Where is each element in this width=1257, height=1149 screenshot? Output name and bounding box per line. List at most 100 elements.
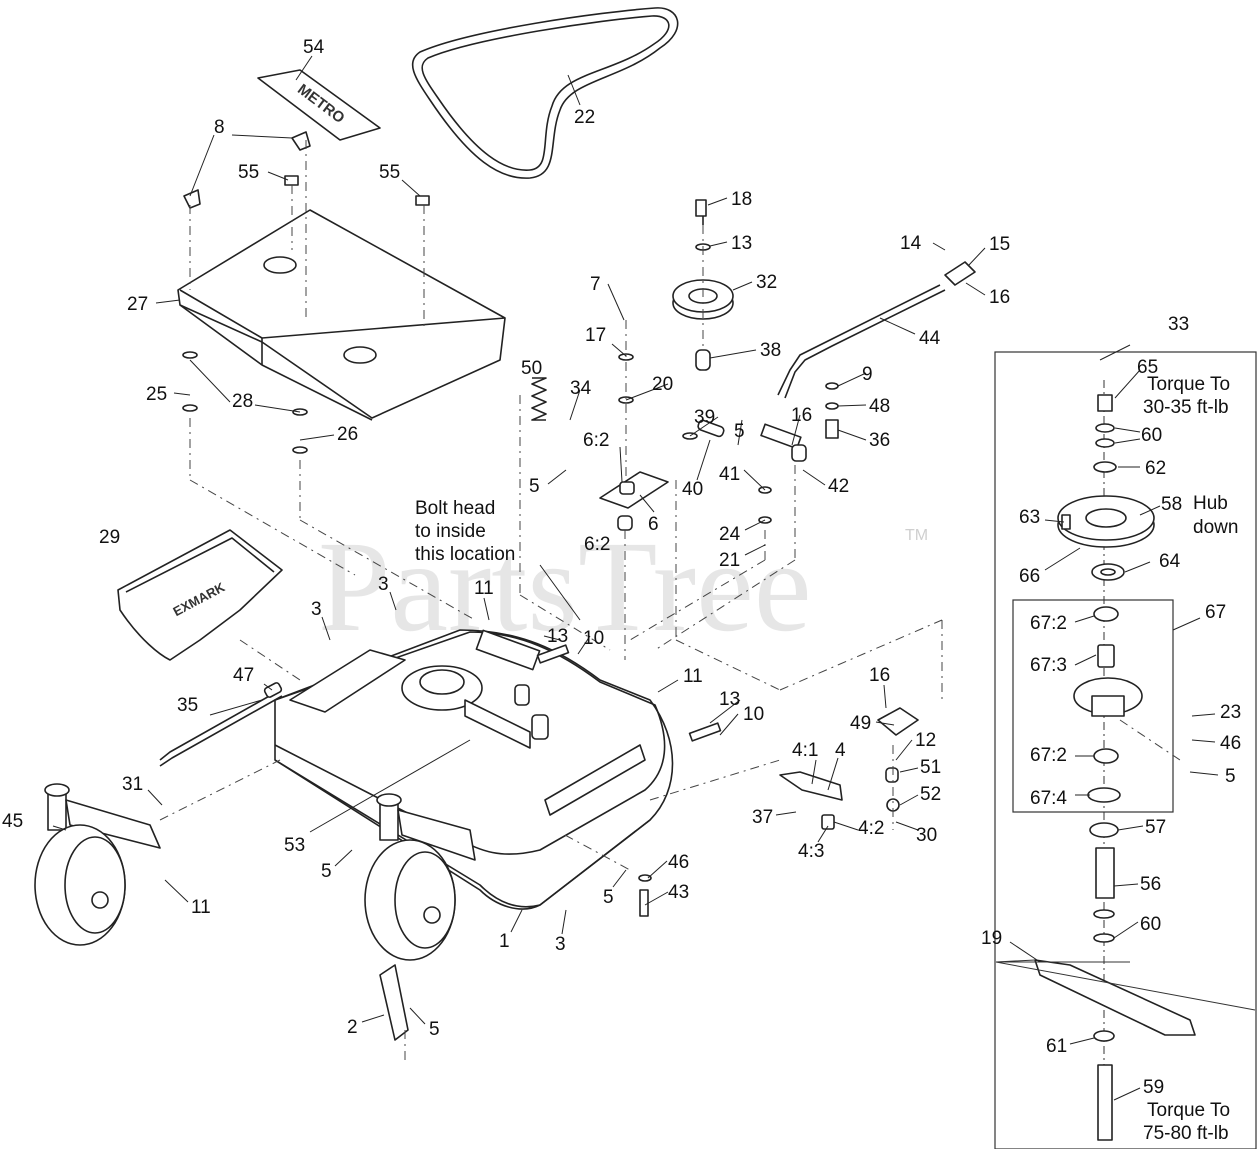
part-label[interactable]: 22 bbox=[574, 107, 595, 128]
part-label[interactable]: 60 bbox=[1141, 425, 1162, 446]
part-label[interactable]: 67 bbox=[1205, 602, 1226, 623]
part-label[interactable]: 5 bbox=[429, 1019, 440, 1040]
part-label[interactable]: 40 bbox=[682, 479, 703, 500]
spring[interactable] bbox=[531, 377, 547, 421]
deck-lift-rod[interactable] bbox=[159, 682, 283, 767]
part-label[interactable]: 29 bbox=[99, 527, 120, 548]
part-label[interactable]: 19 bbox=[981, 928, 1002, 949]
part-label[interactable]: 55 bbox=[238, 162, 259, 183]
part-label[interactable]: 59 bbox=[1143, 1077, 1164, 1098]
part-label[interactable]: 67:2 bbox=[1030, 613, 1067, 634]
part-label[interactable]: 2 bbox=[347, 1017, 358, 1038]
part-label[interactable]: 16 bbox=[869, 665, 890, 686]
caster-wheel-right[interactable] bbox=[364, 793, 476, 961]
part-label[interactable]: 66 bbox=[1019, 566, 1040, 587]
part-label[interactable]: 15 bbox=[989, 234, 1010, 255]
part-label[interactable]: 9 bbox=[862, 364, 873, 385]
part-label[interactable]: 35 bbox=[177, 695, 198, 716]
part-label[interactable]: 51 bbox=[920, 757, 941, 778]
part-label[interactable]: 16 bbox=[989, 287, 1010, 308]
mower-deck[interactable] bbox=[274, 629, 674, 910]
part-label[interactable]: 18 bbox=[731, 189, 752, 210]
part-label[interactable]: 17 bbox=[585, 325, 606, 346]
part-label[interactable]: 31 bbox=[122, 774, 143, 795]
part-label[interactable]: 25 bbox=[146, 384, 167, 405]
part-label[interactable]: 65 bbox=[1137, 357, 1158, 378]
part-label[interactable]: 7 bbox=[590, 274, 601, 295]
part-label[interactable]: 42 bbox=[828, 476, 849, 497]
part-label[interactable]: 58 bbox=[1161, 494, 1182, 515]
part-label[interactable]: 26 bbox=[337, 424, 358, 445]
part-label[interactable]: 13 bbox=[719, 689, 740, 710]
part-label[interactable]: 6:2 bbox=[583, 430, 609, 451]
lift-bracket[interactable] bbox=[779, 707, 919, 830]
part-label[interactable]: 1 bbox=[499, 931, 510, 952]
part-label[interactable]: 49 bbox=[850, 713, 871, 734]
part-label[interactable]: 27 bbox=[127, 294, 148, 315]
part-label[interactable]: 55 bbox=[379, 162, 400, 183]
part-label[interactable]: 11 bbox=[191, 897, 211, 918]
part-label[interactable]: 23 bbox=[1220, 702, 1241, 723]
part-label[interactable]: 45 bbox=[2, 811, 23, 832]
part-label[interactable]: 46 bbox=[1220, 733, 1241, 754]
part-label[interactable]: 43 bbox=[668, 882, 689, 903]
part-label[interactable]: 61 bbox=[1046, 1036, 1067, 1057]
part-label[interactable]: 12 bbox=[915, 730, 936, 751]
part-label[interactable]: 13 bbox=[731, 233, 752, 254]
part-label[interactable]: 33 bbox=[1168, 314, 1189, 335]
part-label[interactable]: 13 bbox=[547, 626, 568, 647]
part-label[interactable]: 34 bbox=[570, 378, 592, 399]
part-label[interactable]: 48 bbox=[869, 396, 890, 417]
part-label[interactable]: 3 bbox=[555, 934, 566, 955]
part-label[interactable]: 6 bbox=[648, 514, 659, 535]
part-label[interactable]: 4:3 bbox=[798, 841, 824, 862]
part-label[interactable]: 5 bbox=[734, 421, 745, 442]
metro-decal[interactable]: METRO bbox=[257, 69, 381, 141]
part-label[interactable]: 3 bbox=[378, 574, 389, 595]
part-label[interactable]: 28 bbox=[232, 391, 253, 412]
part-label[interactable]: 30 bbox=[916, 825, 937, 846]
part-label[interactable]: 14 bbox=[900, 233, 922, 254]
part-label[interactable]: 67:2 bbox=[1030, 745, 1067, 766]
part-label[interactable]: 24 bbox=[719, 524, 741, 545]
part-label[interactable]: 44 bbox=[919, 328, 941, 349]
part-label[interactable]: 53 bbox=[284, 835, 305, 856]
part-label[interactable]: 52 bbox=[920, 784, 941, 805]
part-label[interactable]: 63 bbox=[1019, 507, 1040, 528]
part-label[interactable]: 41 bbox=[719, 464, 740, 485]
part-label[interactable]: 47 bbox=[233, 665, 254, 686]
part-label[interactable]: 38 bbox=[760, 340, 781, 361]
part-label[interactable]: 67:3 bbox=[1030, 655, 1067, 676]
part-label[interactable]: 4 bbox=[835, 740, 846, 761]
part-label[interactable]: 67:4 bbox=[1030, 788, 1067, 809]
part-label[interactable]: 8 bbox=[214, 117, 225, 138]
part-label[interactable]: 10 bbox=[743, 704, 764, 725]
part-label[interactable]: 5 bbox=[603, 887, 614, 908]
part-label[interactable]: 57 bbox=[1145, 817, 1166, 838]
part-label[interactable]: 4:2 bbox=[858, 818, 884, 839]
part-label[interactable]: 39 bbox=[694, 407, 715, 428]
drive-belt[interactable] bbox=[411, 7, 679, 179]
deflector-bracket[interactable] bbox=[379, 964, 409, 1041]
part-label[interactable]: 11 bbox=[474, 578, 494, 599]
part-label[interactable]: 56 bbox=[1140, 874, 1161, 895]
part-label[interactable]: 62 bbox=[1145, 458, 1166, 479]
part-label[interactable]: 3 bbox=[311, 599, 322, 620]
control-rod[interactable] bbox=[697, 261, 976, 462]
blade-guard[interactable]: EXMARK bbox=[117, 529, 283, 661]
part-label[interactable]: 21 bbox=[719, 550, 740, 571]
part-label[interactable]: 5 bbox=[529, 476, 540, 497]
part-label[interactable]: 36 bbox=[869, 430, 890, 451]
idler-arm[interactable] bbox=[599, 471, 669, 531]
part-label[interactable]: 5 bbox=[321, 861, 332, 882]
part-label[interactable]: 54 bbox=[303, 37, 325, 58]
part-label[interactable]: 10 bbox=[583, 628, 604, 649]
part-label[interactable]: 11 bbox=[683, 666, 703, 687]
part-label[interactable]: 4:1 bbox=[792, 740, 818, 761]
part-label[interactable]: 32 bbox=[756, 272, 777, 293]
part-label[interactable]: 46 bbox=[668, 852, 689, 873]
part-label[interactable]: 20 bbox=[652, 374, 673, 395]
caster-wheel-left[interactable] bbox=[34, 783, 161, 946]
part-label[interactable]: 6:2 bbox=[584, 534, 610, 555]
part-label[interactable]: 60 bbox=[1140, 914, 1161, 935]
